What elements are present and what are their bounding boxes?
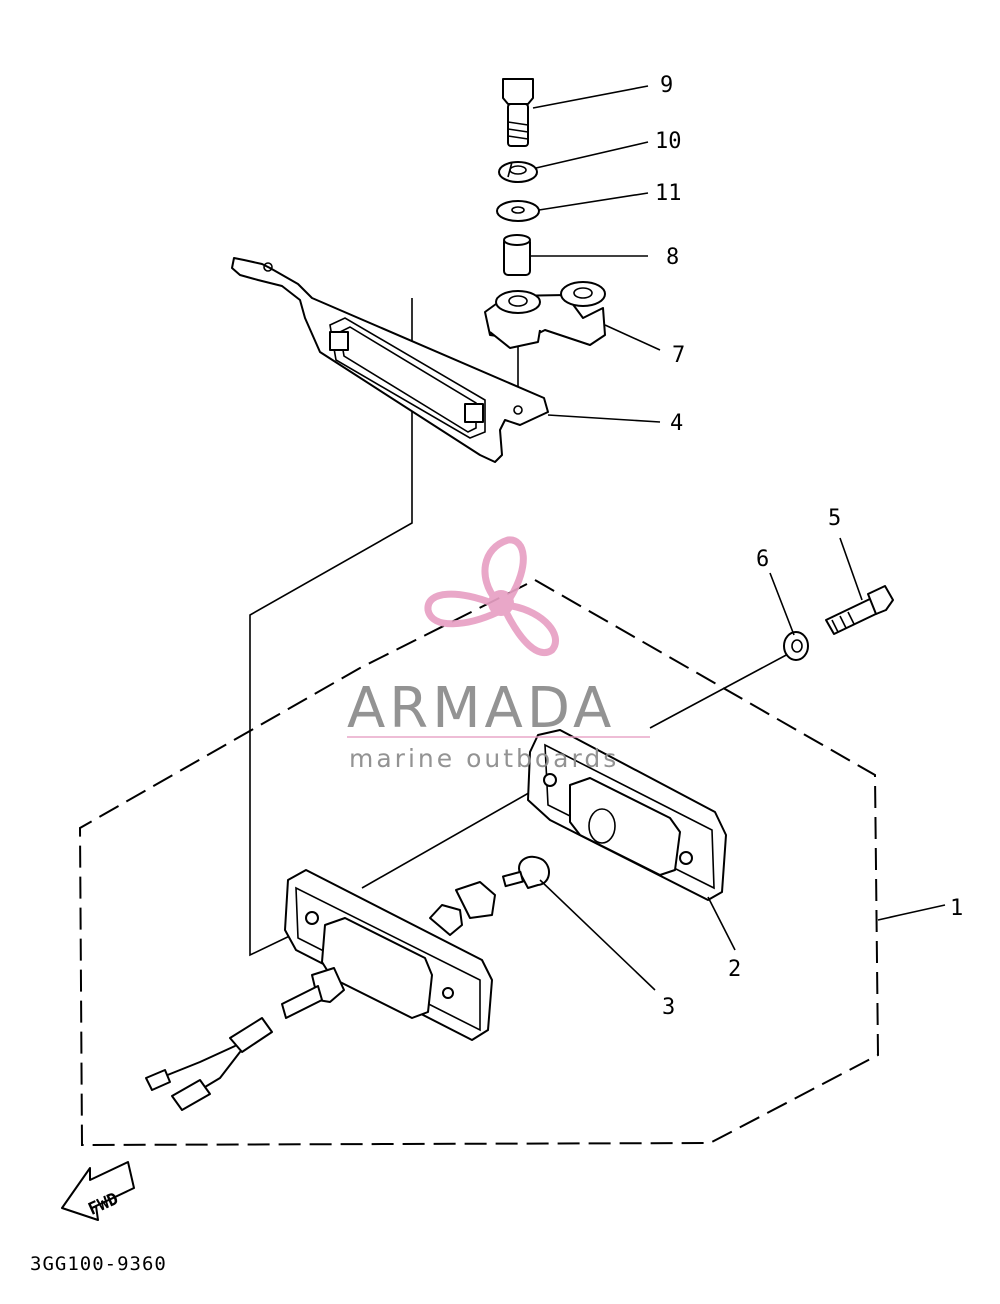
callout-9: 9 (660, 73, 673, 98)
part-flat-washer (496, 200, 540, 222)
leader-2 (707, 896, 736, 951)
callout-8: 8 (666, 245, 679, 270)
leader-10 (535, 141, 649, 169)
watermark-tagline: marine outboards (349, 744, 619, 773)
part-stay-arm (484, 281, 606, 349)
leader-6 (769, 572, 795, 636)
guide-line-screw (649, 652, 791, 729)
watermark-brand: ARMADA (347, 676, 615, 741)
part-lamp-body (145, 869, 496, 1111)
part-bulb (502, 855, 550, 889)
propeller-icon (424, 536, 559, 656)
watermark-logo: ARMADA marine outboards (347, 536, 650, 773)
callout-5: 5 (828, 506, 841, 531)
part-lock-washer (498, 161, 538, 183)
leader-9 (532, 85, 649, 109)
leader-3 (539, 879, 656, 991)
drawing-code: 3GG100-9360 (30, 1253, 167, 1275)
callout-7: 7 (672, 343, 685, 368)
part-screw (825, 585, 894, 635)
part-bracket (231, 257, 549, 463)
callout-1: 1 (950, 896, 963, 921)
callout-2: 2 (728, 957, 741, 982)
callout-11: 11 (655, 181, 682, 206)
part-washer-small (783, 631, 809, 661)
guide-line-bracket (249, 298, 413, 957)
leader-7 (604, 324, 661, 351)
callout-4: 4 (670, 411, 683, 436)
callout-6: 6 (756, 547, 769, 572)
leader-11 (538, 192, 649, 211)
part-collar (503, 234, 531, 276)
assembly-boundary (78, 578, 880, 1147)
callout-3: 3 (662, 995, 675, 1020)
guide-line-lens (361, 781, 549, 889)
leader-1 (877, 904, 946, 921)
part-bolt (502, 78, 534, 147)
leader-5 (839, 537, 863, 601)
callout-10: 10 (655, 129, 682, 154)
fwd-arrow-icon: FWD (61, 1161, 135, 1221)
leader-4 (547, 414, 661, 423)
part-lens-cover (527, 729, 727, 901)
